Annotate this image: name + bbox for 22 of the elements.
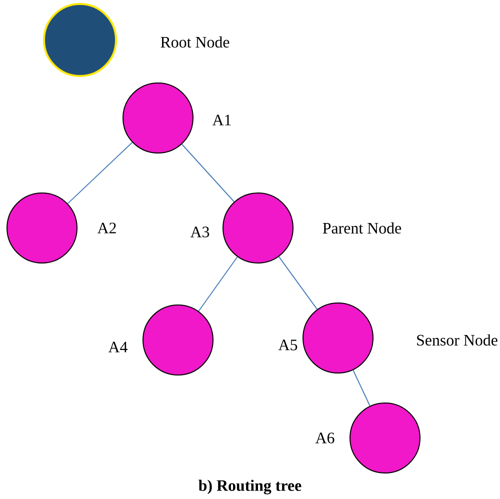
node-circle	[142, 304, 214, 376]
connector-line	[67, 142, 133, 204]
node-label: Root Node	[160, 36, 230, 48]
connector-line	[278, 256, 318, 310]
caption: b) Routing tree	[198, 480, 302, 494]
connector-line	[198, 256, 238, 312]
connector-line	[181, 144, 235, 202]
root-node-circle	[43, 3, 117, 77]
node-type-label: Parent Node	[322, 222, 402, 234]
node-circle	[6, 192, 78, 264]
node-label: A3	[190, 226, 210, 238]
connector-line	[352, 370, 370, 406]
node-label: A5	[278, 340, 298, 350]
node-label: A4	[108, 342, 128, 352]
node-type-label: Sensor Node	[417, 334, 498, 346]
node-circle	[302, 302, 374, 374]
node-circle	[122, 82, 194, 154]
node-label: A1	[212, 114, 231, 126]
node-circle	[222, 192, 294, 264]
node-label: A2	[97, 222, 116, 234]
node-label: A6	[315, 432, 334, 444]
node-circle	[350, 402, 420, 474]
